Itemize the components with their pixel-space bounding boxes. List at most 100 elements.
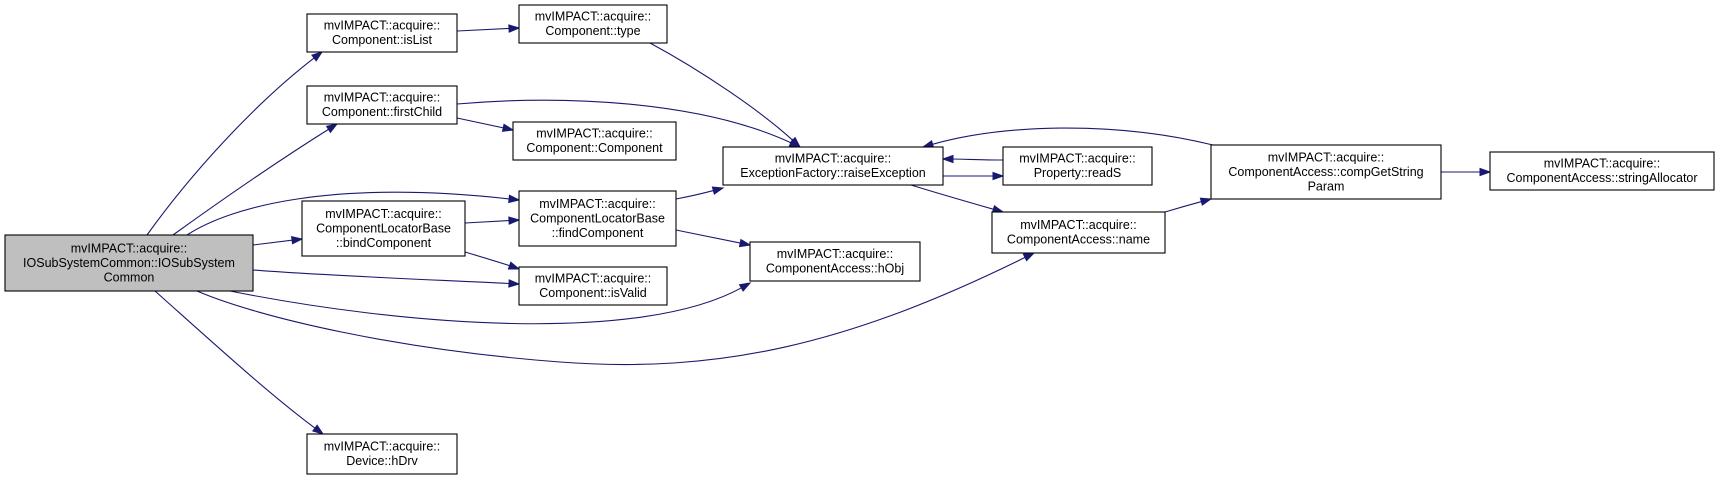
node-label-line: Common [104,270,155,284]
edge-line [229,286,744,325]
node-label-line: Component::Component [526,141,663,155]
edge-line [252,239,295,246]
edge-iosub-to-isvalid [252,269,521,288]
node-islist[interactable]: mvIMPACT::acquire::Component::isList [306,13,458,53]
edge-iosub-to-find [186,191,521,236]
node-label-line: Component::firstChild [322,105,442,119]
node-box[interactable] [512,121,677,161]
edge-line [1164,200,1204,213]
node-box[interactable] [722,146,944,186]
edge-line [464,219,512,224]
edge-bind-to-isvalid [464,251,521,270]
node-box[interactable] [1002,146,1153,186]
node-box[interactable] [749,241,921,282]
node-box[interactable] [4,234,254,292]
node-isvalid[interactable]: mvIMPACT::acquire::Component::isValid [518,266,668,306]
edge-name-to-compgetstring [1164,197,1213,213]
node-label-line: ::bindComponent [336,236,432,250]
node-label-line: mvIMPACT::acquire:: [1020,218,1136,232]
node-hobj[interactable]: mvIMPACT::acquire::ComponentAccess::hObj [749,241,921,282]
edges-layer [146,24,1492,435]
edge-raise-to-reads [942,171,1005,181]
node-label-line: Component::isValid [539,286,647,300]
edge-islist-to-type [456,24,521,33]
nodes-layer: mvIMPACT::acquire::IOSubSystemCommon::IO… [4,4,1715,475]
node-raise[interactable]: mvIMPACT::acquire::ExceptionFactory::rai… [722,146,944,186]
node-box[interactable] [1210,144,1442,200]
node-label-line: IOSubSystemCommon::IOSubSystem [23,256,235,270]
node-box[interactable] [518,190,677,247]
node-name[interactable]: mvIMPACT::acquire::ComponentAccess::name [991,211,1166,254]
edge-line [172,127,331,236]
node-box[interactable] [518,4,668,44]
node-label-line: mvIMPACT::acquire:: [777,247,893,261]
arrowhead-icon [1022,252,1036,262]
node-label-line: mvIMPACT::acquire:: [324,440,440,454]
edge-line [675,189,716,200]
arrowhead-icon [941,154,954,164]
node-label-line: mvIMPACT::acquire:: [1268,150,1384,164]
node-label-line: mvIMPACT::acquire:: [1544,157,1660,171]
node-firstchild[interactable]: mvIMPACT::acquire::Component::firstChild [306,85,458,125]
node-label-line: Property::readS [1034,166,1122,180]
arrowhead-icon [738,238,752,248]
edge-iosub-to-hdrv [154,290,325,435]
edge-line [252,269,512,285]
edge-reads-to-raise [941,154,1004,164]
node-compgetstring[interactable]: mvIMPACT::acquire::ComponentAccess::comp… [1210,144,1442,200]
edge-bind-to-find [464,216,521,225]
arrowhead-icon [501,123,515,132]
node-box[interactable] [306,13,458,53]
edge-compgetstring-to-stringalloc [1440,167,1492,177]
node-stringalloc[interactable]: mvIMPACT::acquire::ComponentAccess::stri… [1489,151,1715,191]
node-box[interactable] [1489,151,1715,191]
edge-find-to-hobj [675,229,752,248]
node-label-line: mvIMPACT::acquire:: [535,272,651,286]
node-label-line: mvIMPACT::acquire:: [539,197,655,211]
edge-compgetstring-to-raise [921,127,1214,149]
arrowhead-icon [291,235,304,245]
arrowhead-icon [508,279,521,288]
edge-line [186,191,512,236]
node-box[interactable] [306,85,458,125]
node-label-line: ::findComponent [552,226,644,240]
edge-line [675,229,743,244]
node-label-line: mvIMPACT::acquire:: [324,19,440,33]
node-find[interactable]: mvIMPACT::acquire::ComponentLocatorBase:… [518,190,677,247]
edge-line [196,256,1028,366]
node-box[interactable] [991,211,1166,254]
arrowhead-icon [507,261,521,270]
arrowhead-icon [508,24,521,33]
edge-iosub-to-hobj [229,282,752,325]
node-label-line: mvIMPACT::acquire:: [1019,152,1135,166]
arrowhead-icon [1479,167,1492,177]
node-hdrv[interactable]: mvIMPACT::acquire::Device::hDrv [306,433,458,475]
edge-line [146,56,316,236]
node-label-line: ComponentAccess::compGetString [1228,165,1423,179]
node-reads[interactable]: mvIMPACT::acquire::Property::readS [1002,146,1153,186]
edge-line [464,251,512,267]
edge-firstchild-to-component [456,117,515,132]
node-type[interactable]: mvIMPACT::acquire::Component::type [518,4,668,44]
arrowhead-icon [508,216,521,225]
node-box[interactable] [518,266,668,306]
edge-line [154,290,317,430]
node-label-line: mvIMPACT::acquire:: [536,127,652,141]
node-bind[interactable]: mvIMPACT::acquire::ComponentLocatorBase:… [301,200,466,257]
edge-line [649,42,795,142]
node-label-line: ExceptionFactory::raiseException [740,166,926,180]
arrowhead-icon [738,282,752,292]
node-label-line: ComponentLocatorBase [316,221,451,235]
edge-iosub-to-bind [252,235,304,246]
node-label-line: Device::hDrv [346,454,418,468]
node-label-line: Component::isList [332,33,433,47]
node-iosub[interactable]: mvIMPACT::acquire::IOSubSystemCommon::IO… [4,234,254,292]
arrowhead-icon [711,186,725,195]
node-component[interactable]: mvIMPACT::acquire::Component::Component [512,121,677,161]
node-box[interactable] [301,200,466,257]
node-box[interactable] [306,433,458,475]
node-label-line: mvIMPACT::acquire:: [535,10,651,24]
node-label-line: ComponentAccess::name [1007,233,1150,247]
